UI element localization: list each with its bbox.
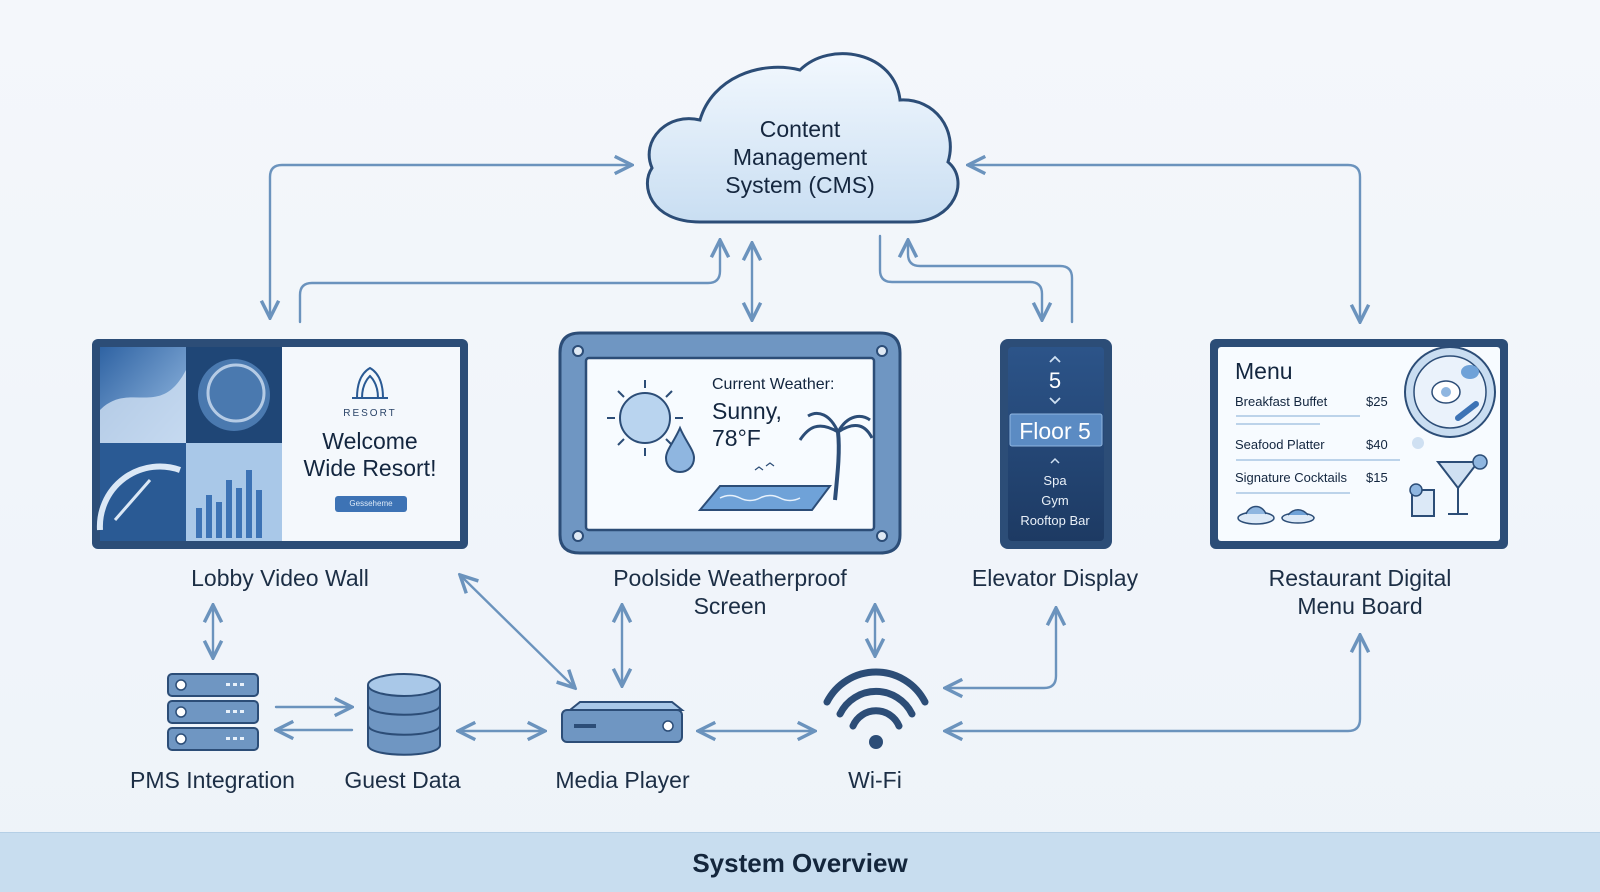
welcome-line: Wide Resort! — [303, 455, 437, 481]
arrow-lobby-to-cms — [298, 240, 720, 324]
pool-icon — [697, 485, 832, 511]
welcome-line: Welcome — [322, 428, 418, 454]
elevator-floor-number: 5 — [1048, 368, 1062, 393]
menu-item-price: $15 — [1366, 470, 1388, 485]
weather-line: 78°F — [712, 425, 761, 451]
lobby-welcome-text: Welcome Wide Resort! — [290, 428, 450, 482]
elevator-amenity: Rooftop Bar — [1020, 513, 1090, 528]
media-player-icon — [561, 701, 685, 743]
connector-arrows — [213, 165, 1360, 731]
restaurant-menu-board-label: Restaurant Digital Menu Board — [1210, 564, 1510, 620]
weather-value: Sunny, 78°F — [712, 398, 832, 452]
menu-item-name: Seafood Platter — [1235, 437, 1325, 452]
restaurant-menu-board-screen — [1210, 339, 1508, 549]
menu-item-name: Signature Cocktails — [1235, 470, 1347, 485]
pms-integration-label: PMS Integration — [130, 767, 295, 793]
label-line: Poolside Weatherproof — [613, 565, 847, 591]
cms-cloud-icon — [645, 52, 960, 224]
lobby-video-wall-label: Lobby Video Wall — [191, 565, 369, 591]
arrow-wifi-elevator — [945, 608, 1056, 688]
arrow-cms-to-lobby — [270, 165, 632, 318]
menu-item-price: $25 — [1366, 394, 1388, 409]
weather-line: Sunny, — [712, 398, 782, 424]
lobby-screen-button: Gesseheme — [335, 496, 407, 512]
sun-icon — [607, 380, 683, 456]
label-line: Menu Board — [1297, 593, 1423, 619]
dish-icons — [1237, 505, 1315, 525]
poolside-screen-label: Poolside Weatherproof Screen — [580, 564, 880, 620]
cocktail-icon — [1409, 454, 1488, 517]
elevator-display-screen — [1000, 339, 1112, 549]
arrow-cms-restaurant — [968, 165, 1360, 322]
elevator-amenity: Spa — [1043, 473, 1067, 488]
resort-logo-icon — [352, 366, 388, 399]
poolside-screen — [558, 331, 902, 555]
footer-bar — [0, 832, 1600, 892]
menu-item-name: Breakfast Buffet — [1235, 394, 1328, 409]
rain-drop-icon — [664, 425, 696, 474]
guest-data-label: Guest Data — [344, 767, 461, 793]
elevator-floor-label: Floor 5 — [1019, 418, 1091, 444]
wifi-label: Wi-Fi — [848, 767, 902, 793]
menu-item-price: $40 — [1366, 437, 1388, 452]
palm-tree-icon — [798, 411, 874, 501]
cms-title-line: System (CMS) — [725, 172, 875, 198]
media-player-label: Media Player — [555, 767, 690, 793]
guest-data-database-icon — [367, 673, 441, 756]
lobby-brand-text: RESORT — [343, 408, 397, 419]
footer-title: System Overview — [692, 848, 908, 878]
label-line: Screen — [693, 593, 767, 619]
weather-heading: Current Weather: — [712, 376, 835, 393]
arrow-cms-to-elevator — [878, 234, 1042, 320]
plate-icon — [1404, 346, 1496, 438]
cms-title-line: Content — [759, 116, 841, 142]
wifi-icon — [823, 668, 929, 749]
cms-title: Content Management System (CMS) — [690, 115, 910, 199]
arrow-wifi-restaurant — [945, 635, 1360, 731]
elevator-amenity: Gym — [1041, 493, 1069, 508]
pms-server-icon — [167, 673, 259, 751]
elevator-display-label: Elevator Display — [971, 565, 1139, 591]
arrow-lobby-media — [460, 575, 575, 688]
cms-title-line: Management — [732, 144, 868, 170]
menu-title: Menu — [1235, 358, 1293, 384]
label-line: Restaurant Digital — [1268, 565, 1452, 591]
